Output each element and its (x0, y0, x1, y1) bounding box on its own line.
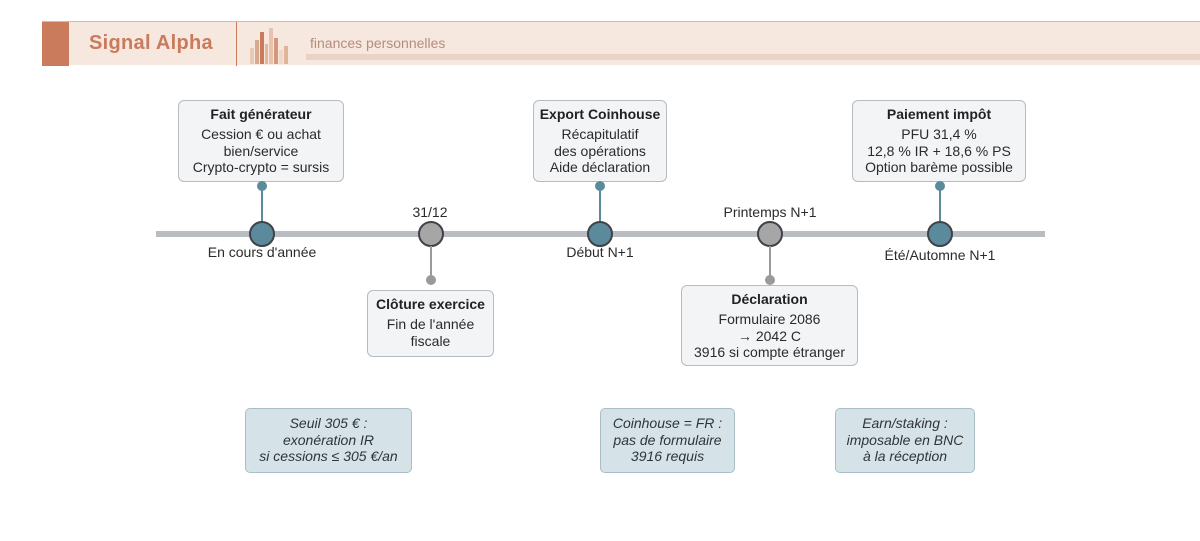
event-box-title: Déclaration (731, 291, 808, 307)
event-box-title: Clôture exercice (376, 296, 485, 312)
event-box-title: Export Coinhouse (539, 106, 661, 122)
note-line: Earn/staking : (862, 415, 948, 431)
event-box-line: Crypto-crypto = sursis (192, 159, 330, 175)
connector-stem (939, 186, 941, 222)
connector-dot (426, 275, 436, 285)
event-box-line: fiscale (410, 332, 451, 349)
event-box-export-coinhouse: Export Coinhouse Récapitulatif des opéra… (533, 100, 667, 182)
note-line: 3916 requis (630, 448, 705, 464)
header-accent-bar (42, 22, 69, 66)
note-line: si cessions ≤ 305 €/an (259, 448, 398, 464)
event-box-line: Fin de l'année (386, 316, 475, 332)
event-box-cloture-exercice: Clôture exercice Fin de l'année fiscale (367, 290, 494, 357)
note-line: Coinhouse = FR : (612, 415, 723, 431)
header-separator (236, 22, 237, 66)
timeline-label-en-cours: En cours d'année (207, 244, 317, 260)
event-box-fait-generateur: Fait générateur Cession € ou achat bien/… (178, 100, 344, 182)
event-box-line: 12,8 % IR + 18,6 % PS (867, 142, 1011, 159)
connector-stem (430, 246, 432, 280)
timeline-node-debut-n1 (587, 221, 613, 247)
timeline-node-ete-automne (927, 221, 953, 247)
event-box-paiement-impot: Paiement impôt PFU 31,4 % 12,8 % IR + 18… (852, 100, 1026, 182)
header-banner: Signal Alpha finances personnelles (42, 21, 1200, 66)
connector-stem (599, 186, 601, 222)
connector-stem (769, 246, 771, 280)
event-box-title: Fait générateur (210, 106, 312, 122)
note-line: pas de formulaire (613, 431, 722, 448)
timeline-label-ete-automne: Été/Automne N+1 (884, 247, 996, 263)
event-box-declaration: Déclaration Formulaire 2086 → 2042 C 391… (681, 285, 858, 366)
header-tagline: finances personnelles (310, 35, 446, 51)
note-line: à la réception (862, 448, 948, 464)
note-coinhouse-fr: Coinhouse = FR : pas de formulaire 3916 … (600, 408, 735, 473)
brand-title: Signal Alpha (89, 32, 213, 54)
event-box-line: des opérations (554, 142, 646, 159)
event-box-line: Cession € ou achat (201, 126, 321, 142)
event-box-line: Aide déclaration (549, 159, 651, 175)
note-line: exonération IR (282, 431, 375, 448)
event-box-line: Option barème possible (865, 159, 1013, 175)
timeline-node-en-cours (249, 221, 275, 247)
timeline-node-31-12 (418, 221, 444, 247)
event-box-title: Paiement impôt (886, 106, 992, 122)
timeline-label-printemps-n1: Printemps N+1 (723, 204, 817, 220)
event-box-line: PFU 31,4 % (901, 126, 977, 142)
header-underline (306, 54, 1200, 60)
bar-chart-logo-icon (250, 28, 288, 64)
event-box-line: Récapitulatif (561, 126, 639, 142)
timeline-label-31-12: 31/12 (412, 204, 448, 220)
note-line: Seuil 305 € : (289, 415, 368, 431)
event-box-line: bien/service (223, 142, 299, 159)
event-box-line: → 2042 C (737, 327, 802, 344)
connector-stem (261, 186, 263, 222)
timeline-label-debut-n1: Début N+1 (566, 244, 634, 260)
connector-dot (765, 275, 775, 285)
timeline-node-printemps-n1 (757, 221, 783, 247)
note-earn-staking: Earn/staking : imposable en BNC à la réc… (835, 408, 975, 473)
event-box-line: 3916 si compte étranger (694, 344, 845, 360)
note-line: imposable en BNC (846, 431, 964, 448)
event-box-line: Formulaire 2086 (718, 311, 821, 327)
note-seuil-305: Seuil 305 € : exonération IR si cessions… (245, 408, 412, 473)
